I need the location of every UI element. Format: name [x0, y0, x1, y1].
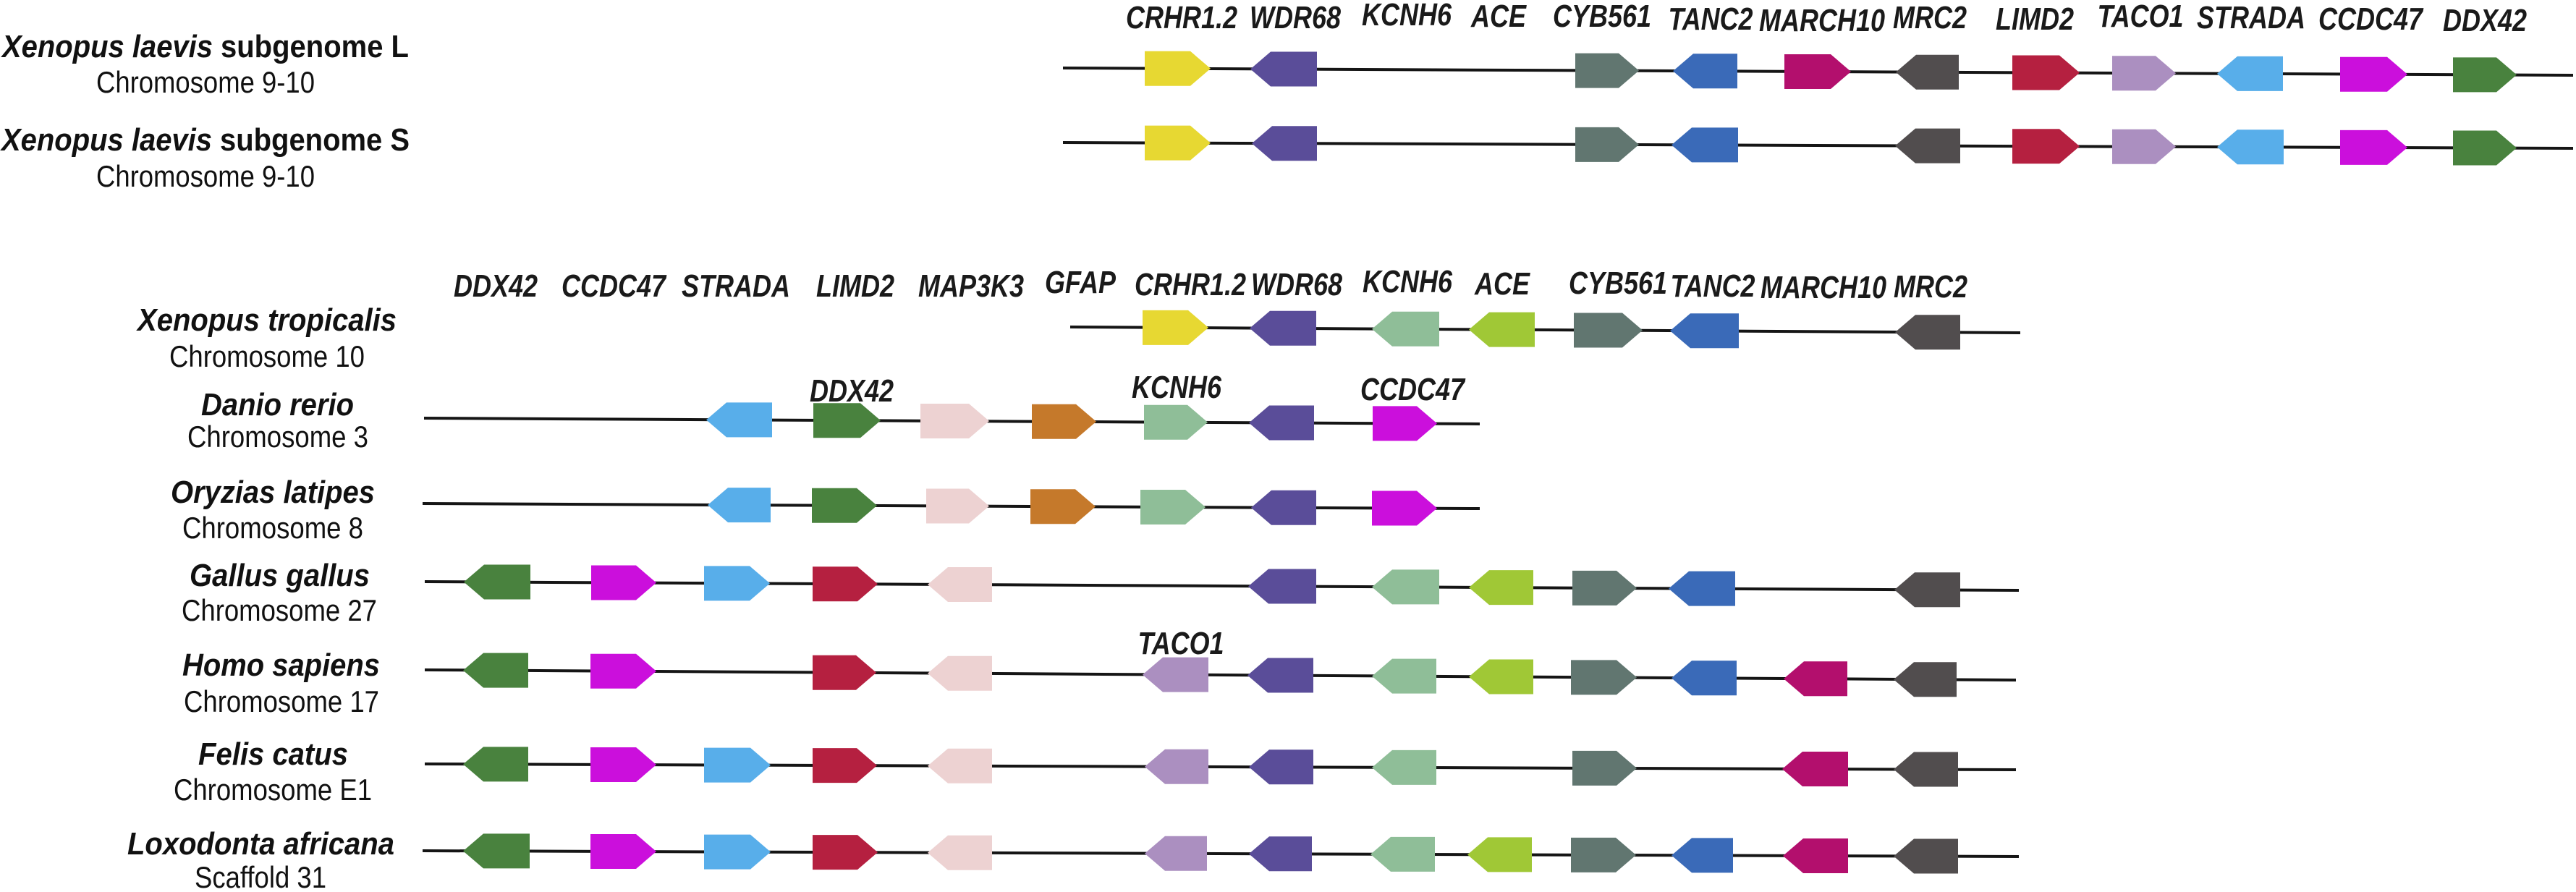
svg-text:WDR68: WDR68 — [1250, 0, 1341, 35]
svg-text:DDX42: DDX42 — [454, 268, 538, 304]
svg-text:CCDC47: CCDC47 — [562, 268, 667, 304]
svg-text:Chromosome E1: Chromosome E1 — [174, 773, 372, 807]
svg-text:ACE: ACE — [1470, 0, 1527, 34]
svg-text:MRC2: MRC2 — [1894, 269, 1967, 305]
svg-text:Xenopus laevis: Xenopus laevis — [0, 29, 213, 64]
svg-text:Chromosome 9-10: Chromosome 9-10 — [96, 65, 315, 99]
svg-text:GFAP: GFAP — [1045, 265, 1117, 300]
svg-text:LIMD2: LIMD2 — [816, 268, 894, 304]
svg-text:Xenopus tropicalis: Xenopus tropicalis — [135, 302, 397, 338]
svg-text:MRC2: MRC2 — [1893, 0, 1967, 35]
svg-text:Gallus gallus: Gallus gallus — [190, 558, 370, 593]
svg-text:Chromosome 27: Chromosome 27 — [182, 593, 377, 627]
svg-text:MAP3K3: MAP3K3 — [918, 268, 1024, 304]
svg-text:MARCH10: MARCH10 — [1761, 270, 1886, 305]
svg-text:STRADA: STRADA — [2197, 0, 2305, 35]
svg-text:Chromosome 10: Chromosome 10 — [169, 339, 365, 373]
svg-text:MARCH10: MARCH10 — [1759, 3, 1885, 38]
svg-text:Scaffold 31: Scaffold 31 — [195, 860, 326, 888]
svg-text:Loxodonta africana: Loxodonta africana — [127, 826, 394, 862]
svg-text:Homo sapiens: Homo sapiens — [182, 647, 380, 683]
svg-text:Danio rerio: Danio rerio — [201, 387, 354, 422]
svg-text:CRHR1.2: CRHR1.2 — [1126, 0, 1237, 35]
svg-text:LIMD2: LIMD2 — [1996, 1, 2074, 37]
svg-text:Felis catus: Felis catus — [198, 736, 348, 772]
svg-text:Oryzias latipes: Oryzias latipes — [171, 475, 375, 510]
svg-text:KCNH6: KCNH6 — [1132, 370, 1221, 405]
svg-text:KCNH6: KCNH6 — [1363, 264, 1452, 300]
svg-text:STRADA: STRADA — [682, 268, 790, 304]
svg-text:TANC2: TANC2 — [1671, 268, 1755, 304]
svg-text:Chromosome 9-10: Chromosome 9-10 — [96, 159, 315, 193]
svg-text:TACO1: TACO1 — [2098, 0, 2184, 34]
svg-text:Xenopus laevis: Xenopus laevis — [0, 122, 212, 158]
svg-text:Chromosome 17: Chromosome 17 — [184, 684, 379, 718]
svg-text:Chromosome 3: Chromosome 3 — [187, 420, 368, 454]
svg-text:subgenome S: subgenome S — [220, 122, 410, 158]
svg-text:CYB561: CYB561 — [1569, 266, 1667, 301]
svg-text:TACO1: TACO1 — [1138, 626, 1224, 661]
svg-text:ACE: ACE — [1474, 266, 1530, 302]
svg-text:DDX42: DDX42 — [2443, 3, 2527, 38]
svg-text:CRHR1.2: CRHR1.2 — [1135, 267, 1246, 302]
svg-text:CYB561: CYB561 — [1553, 0, 1651, 34]
svg-text:WDR68: WDR68 — [1251, 267, 1342, 302]
svg-text:subgenome L: subgenome L — [221, 29, 409, 64]
svg-text:CCDC47: CCDC47 — [2318, 1, 2424, 37]
svg-text:KCNH6: KCNH6 — [1362, 0, 1452, 33]
svg-text:TANC2: TANC2 — [1669, 1, 1753, 37]
svg-text:Chromosome 8: Chromosome 8 — [182, 511, 363, 545]
svg-text:CCDC47: CCDC47 — [1360, 372, 1466, 407]
svg-text:DDX42: DDX42 — [810, 373, 894, 409]
